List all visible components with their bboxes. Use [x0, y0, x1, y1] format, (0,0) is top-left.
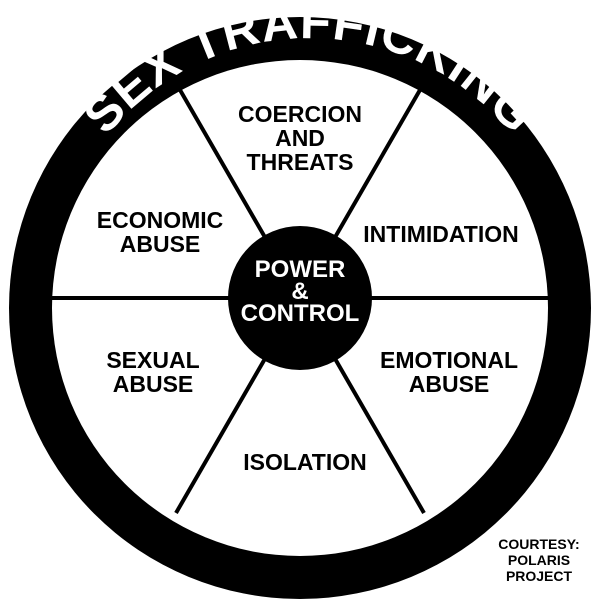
segment-economic-line-2: ABUSE: [120, 231, 201, 257]
segment-intimidation: INTIMIDATION: [363, 221, 518, 247]
credit-line-2: POLARIS: [507, 552, 571, 568]
segment-emotional-line-1: EMOTIONAL: [380, 347, 518, 373]
credit-line-3: PROJECT: [505, 568, 573, 584]
hub-line-2: &: [291, 278, 308, 305]
hub-line-3: CONTROL: [241, 300, 360, 327]
segment-coercion-line-1: COERCION: [238, 101, 362, 127]
segment-coercion-line-2: AND: [275, 125, 325, 151]
segment-isolation: ISOLATION: [243, 449, 367, 475]
segment-sexual-line-2: ABUSE: [113, 371, 194, 397]
segment-coercion: COERCION AND THREATS: [238, 101, 362, 175]
segment-economic: ECONOMIC ABUSE: [97, 207, 224, 257]
hub-line-1: POWER: [255, 256, 346, 283]
segment-emotional-line-2: ABUSE: [409, 371, 490, 397]
hub-label: POWER & CONTROL: [241, 256, 360, 327]
wheel-hub: [228, 226, 372, 370]
credit-line-1: COURTESY:: [498, 536, 580, 552]
segment-sexual-line-1: SEXUAL: [106, 347, 199, 373]
segment-intimidation-line-1: INTIMIDATION: [363, 221, 518, 247]
segment-economic-line-1: ECONOMIC: [97, 207, 224, 233]
segment-isolation-line-1: ISOLATION: [243, 449, 367, 475]
segment-emotional: EMOTIONAL ABUSE: [380, 347, 518, 397]
courtesy-credit: COURTESY: POLARIS PROJECT: [480, 536, 598, 584]
segment-coercion-line-3: THREATS: [247, 149, 354, 175]
segment-sexual: SEXUAL ABUSE: [106, 347, 199, 397]
